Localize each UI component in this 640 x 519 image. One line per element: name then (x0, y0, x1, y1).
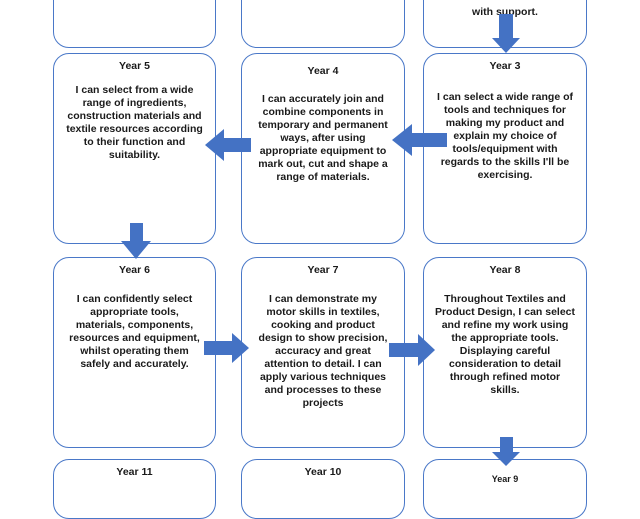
card-year-4: Year 4 I can accurately join and combine… (241, 53, 405, 244)
card-text: I can confidently select appropriate too… (69, 293, 200, 370)
arrow-right-to-year-8 (389, 334, 435, 366)
card-text: I can select a wide range of tools and t… (437, 91, 573, 181)
card-top-left (53, 0, 216, 48)
card-year-7: Year 7 I can demonstrate my motor skills… (241, 257, 405, 448)
card-text: I can select from a wide range of ingred… (66, 84, 203, 161)
arrow-left-to-year-4 (392, 124, 447, 156)
card-text: with support. (472, 6, 538, 18)
arrow-right-to-year-7 (204, 333, 249, 363)
arrow-down-to-year-3 (492, 14, 520, 53)
card-title: Year 6 (119, 264, 150, 276)
card-text: Throughout Textiles and Product Design, … (434, 293, 576, 396)
card-title: Year 7 (307, 264, 339, 276)
card-text: I can accurately join and combine compon… (258, 93, 388, 183)
arrow-left-to-year-5 (205, 129, 251, 161)
arrow-down-to-year-9 (492, 437, 520, 466)
card-text: I can demonstrate my motor skills in tex… (258, 293, 388, 409)
card-year-8: Year 8 Throughout Textiles and Product D… (423, 257, 587, 448)
card-year-3: Year 3 I can select a wide range of tool… (423, 53, 587, 244)
arrow-down-to-year-6 (121, 223, 151, 259)
flow-arrows (121, 14, 520, 466)
card-title: Year 11 (116, 466, 153, 478)
card-title: Year 10 (304, 466, 342, 478)
card-year-5: Year 5 I can select from a wide range of… (53, 53, 216, 244)
card-title: Year 5 (119, 60, 150, 72)
card-title: Year 3 (489, 60, 521, 72)
card-title: Year 4 (307, 65, 339, 77)
card-title: Year 9 (491, 474, 519, 484)
card-top-middle (241, 0, 405, 48)
card-year-6: Year 6 I can confidently select appropri… (53, 257, 216, 448)
card-title: Year 8 (489, 264, 521, 276)
